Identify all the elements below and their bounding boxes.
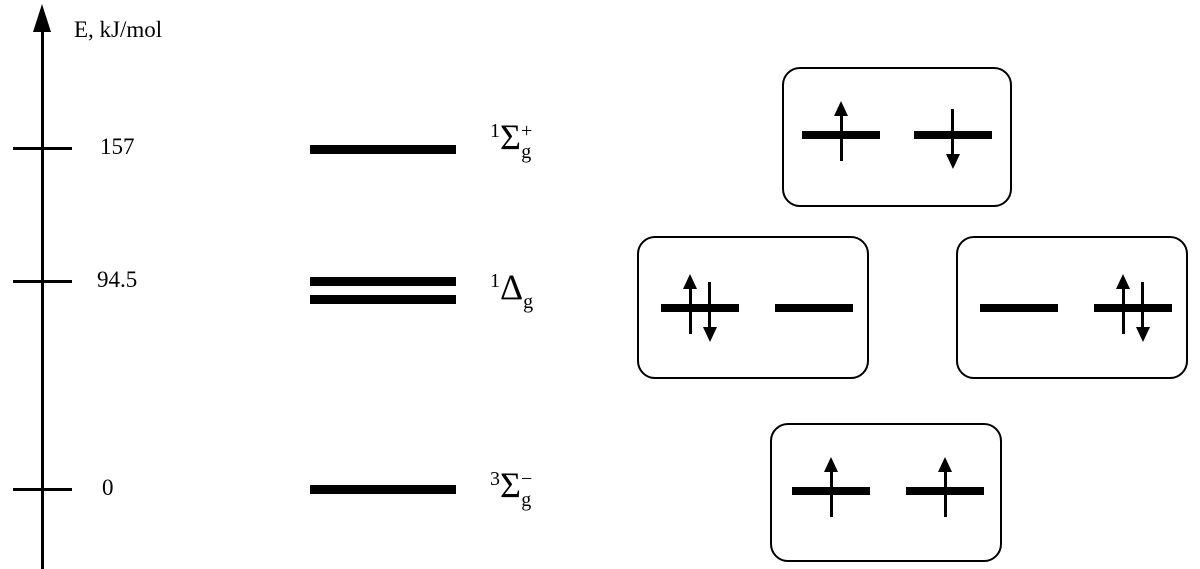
term-symbol-triplet-sigma-minus: 3Σ−g [490,464,533,511]
spin-up-arrow-icon [1115,274,1131,334]
axis-label: E, kJ/mol [74,17,163,42]
energy-value-157: 157 [100,134,135,159]
term-multiplicity: 3 [490,468,500,490]
orbital-config-box-delta-left [637,236,869,379]
term-letter: Δ [500,267,524,307]
term-subscript: g [523,291,534,313]
orbital-level-bar [661,304,739,312]
energy-axis [41,26,44,569]
term-charge: − [520,468,533,490]
axis-tick-0 [13,488,72,491]
spin-up-arrow-icon [682,274,698,334]
energy-level-bar-0 [310,485,456,494]
term-charge: + [520,120,533,142]
energy-level-bar-157 [310,145,456,154]
term-letter: Σ [500,465,521,505]
orbital-config-box-sigma-minus [770,423,1002,562]
orbital-config-box-sigma-plus [782,67,1012,207]
energy-level-bar-94-upper [310,277,456,286]
energy-level-bar-94-lower [310,295,456,304]
orbital-config-box-delta-right [956,236,1188,379]
spin-down-arrow-icon [945,109,961,169]
energy-value-94: 94.5 [97,267,138,292]
axis-tick-94 [13,280,72,283]
spin-up-arrow-icon [833,101,849,161]
term-symbol-singlet-sigma-plus: 1Σ+g [490,116,533,163]
term-subscript: g [521,141,532,163]
spin-up-arrow-icon [823,457,839,517]
term-letter: Σ [500,117,521,157]
spin-up-arrow-icon [937,457,953,517]
orbital-level-bar [775,304,853,312]
term-multiplicity: 1 [490,120,500,142]
axis-arrowhead-icon [33,4,51,32]
spin-down-arrow-icon [702,282,718,342]
term-subscript: g [521,489,532,511]
term-symbol-singlet-delta: 1Δg [490,266,533,313]
spin-down-arrow-icon [1135,282,1151,342]
axis-tick-157 [13,147,72,150]
term-multiplicity: 1 [490,270,500,292]
energy-value-0: 0 [102,475,114,500]
orbital-level-bar [980,304,1058,312]
orbital-level-bar [1094,304,1172,312]
